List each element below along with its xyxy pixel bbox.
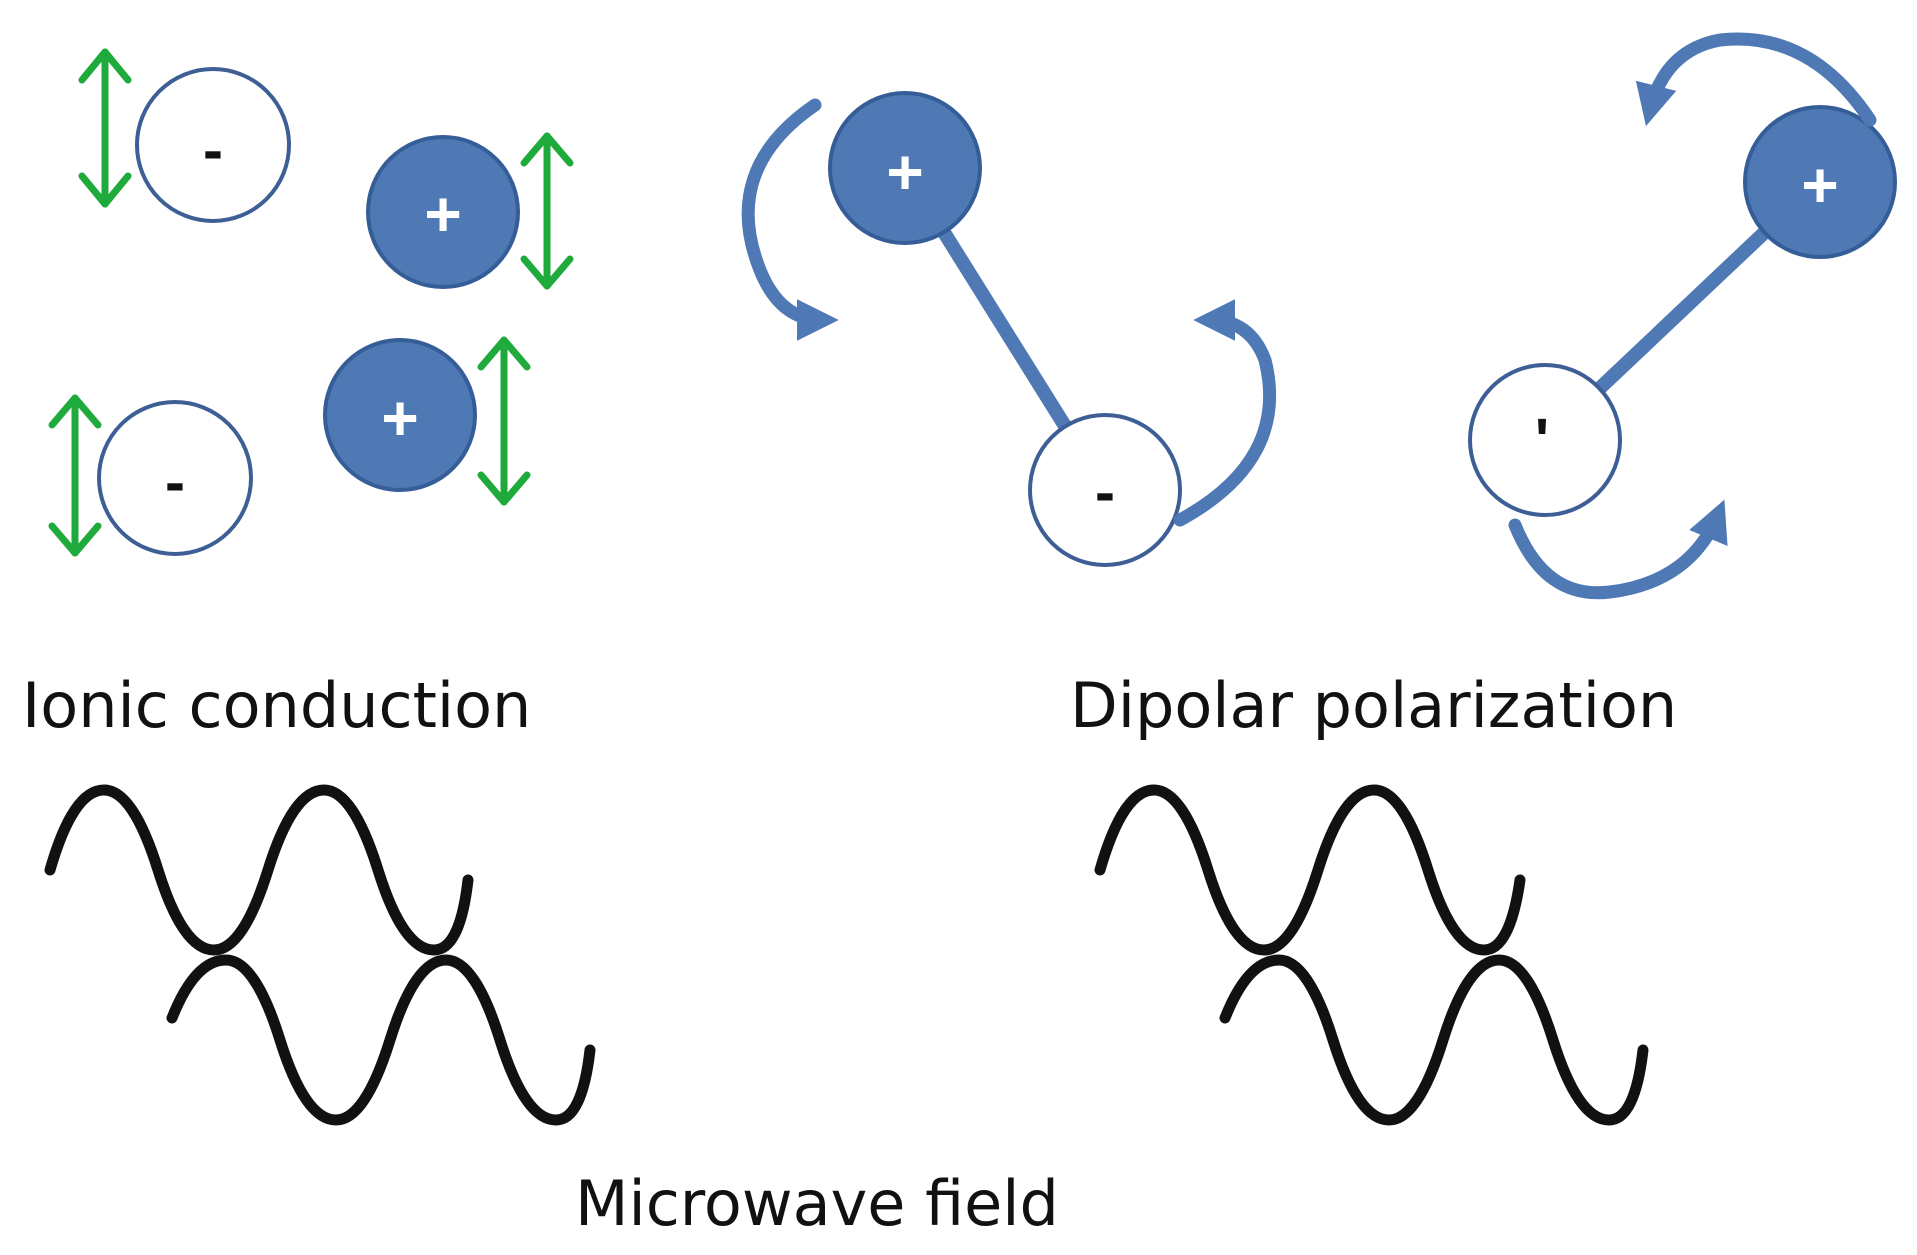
positive-pole	[1743, 105, 1897, 259]
positive-sign: +	[886, 136, 923, 208]
microwave-field-label: Microwave field	[575, 1167, 1059, 1240]
positive-ion: +	[323, 338, 477, 492]
oscillation-arrow-icon	[48, 394, 102, 557]
oscillation-arrow-icon	[78, 48, 132, 208]
ionic-conduction-panel: - + - +	[22, 48, 596, 1126]
dipole: + '	[1468, 105, 1897, 517]
ionic-conduction-label: Ionic conduction	[22, 669, 531, 742]
rotation-arrow-icon	[1508, 499, 1728, 600]
negative-sign: '	[1535, 407, 1549, 474]
dipolar-polarization-panel: + - + ' Dipolar polarization	[741, 32, 1897, 1126]
positive-pole	[828, 91, 982, 245]
oscillation-arrow-icon	[477, 336, 531, 506]
negative-sign: -	[203, 117, 223, 184]
rotation-arrow-icon	[741, 98, 839, 341]
positive-sign: +	[1801, 149, 1838, 221]
positive-sign: +	[424, 178, 461, 250]
negative-pole	[1028, 413, 1182, 567]
wave-icon	[44, 784, 596, 1126]
oscillation-arrow-icon	[520, 132, 574, 290]
negative-ion: -	[135, 67, 291, 223]
dipole: + -	[828, 91, 1182, 567]
positive-sign: +	[381, 382, 418, 454]
rotation-arrow-icon	[1635, 32, 1877, 127]
rotation-arrow-icon	[1173, 299, 1277, 527]
negative-ion: -	[97, 400, 253, 556]
positive-ion: +	[366, 135, 520, 289]
wave-icon	[1094, 784, 1649, 1126]
negative-sign: -	[165, 449, 185, 516]
negative-sign: -	[1095, 459, 1115, 526]
dipolar-polarization-label: Dipolar polarization	[1070, 669, 1677, 742]
negative-pole	[1468, 363, 1622, 517]
